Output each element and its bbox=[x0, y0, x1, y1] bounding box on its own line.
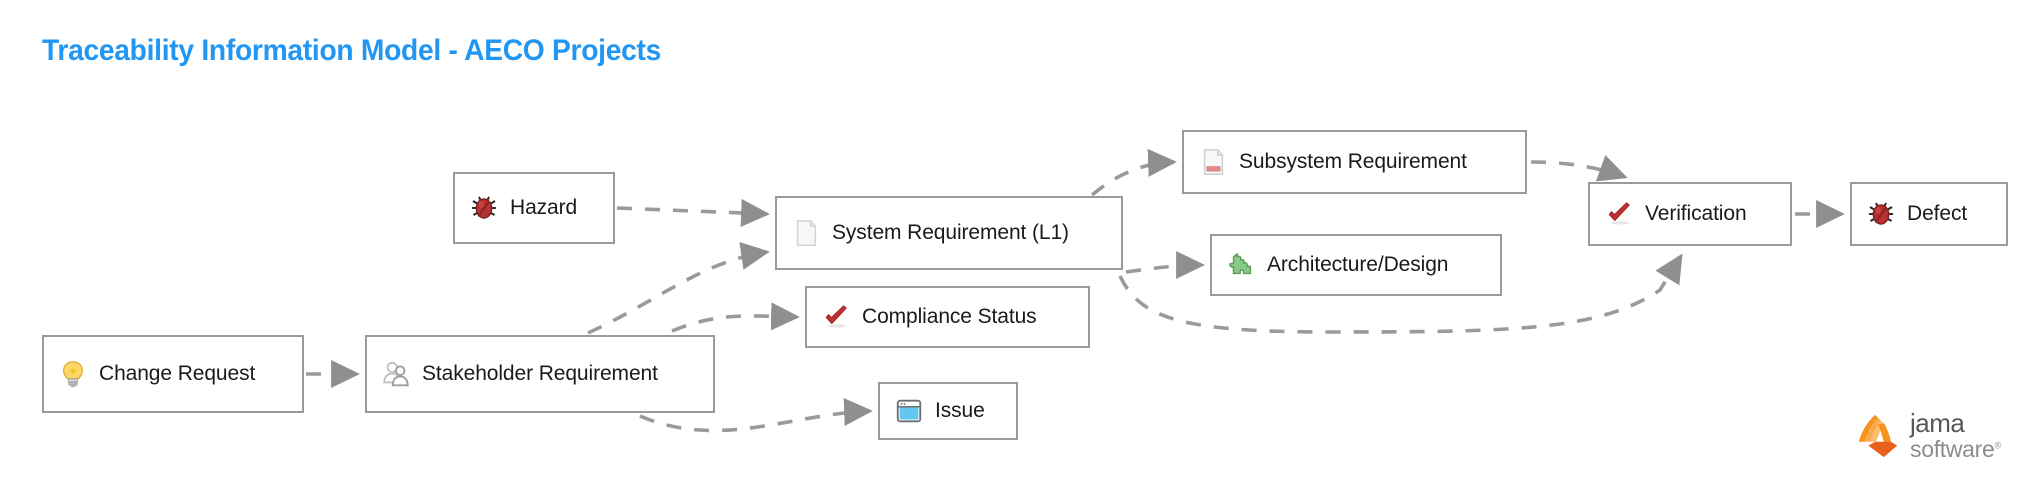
node-label: Hazard bbox=[510, 196, 578, 219]
edge-subsystem-requirement-to-verification bbox=[1530, 155, 1628, 182]
node-stakeholder-requirement[interactable]: Stakeholder Requirement bbox=[365, 335, 715, 413]
edge-stakeholder-requirement-to-compliance-status bbox=[671, 302, 800, 333]
puzzle-icon bbox=[1229, 253, 1252, 275]
node-change-request[interactable]: Change Request bbox=[42, 335, 304, 413]
node-label: Change Request bbox=[99, 362, 256, 385]
users-icon bbox=[383, 361, 409, 387]
node-label: Verification bbox=[1645, 202, 1747, 225]
document-red-icon bbox=[1203, 149, 1224, 175]
lightbulb-icon bbox=[63, 361, 83, 388]
logo-subname: software® bbox=[1910, 436, 2002, 462]
bug-icon bbox=[471, 196, 497, 219]
node-defect[interactable]: Defect bbox=[1850, 182, 2008, 246]
node-system-requirement[interactable]: System Requirement (L1) bbox=[775, 196, 1123, 270]
node-label: Compliance Status bbox=[862, 305, 1037, 328]
edge-system-requirement-to-architecture-design bbox=[1125, 250, 1205, 280]
red-check-icon bbox=[825, 305, 847, 328]
page-title: Traceability Information Model - AECO Pr… bbox=[42, 34, 662, 67]
registered-mark: ® bbox=[1994, 440, 2002, 451]
edge-stakeholder-requirement-to-issue bbox=[639, 397, 873, 433]
logo-name: jama bbox=[1910, 408, 1965, 438]
window-icon bbox=[896, 399, 922, 423]
node-label: Architecture/Design bbox=[1267, 253, 1449, 276]
jama-logo-mark bbox=[1858, 414, 1898, 457]
bug-icon bbox=[1868, 202, 1894, 225]
jama-logo-text: jama software® bbox=[1910, 410, 2001, 461]
node-label: Stakeholder Requirement bbox=[422, 362, 658, 385]
node-verification[interactable]: Verification bbox=[1588, 182, 1792, 246]
node-architecture-design[interactable]: Architecture/Design bbox=[1210, 234, 1502, 296]
node-label: Issue bbox=[935, 399, 985, 422]
node-issue[interactable]: Issue bbox=[878, 382, 1018, 440]
document-icon bbox=[796, 220, 817, 246]
edge-hazard-to-system-requirement bbox=[616, 198, 770, 227]
edge-system-requirement-to-subsystem-requirement bbox=[1090, 148, 1177, 197]
node-hazard[interactable]: Hazard bbox=[453, 172, 615, 244]
node-label: Defect bbox=[1907, 202, 1968, 225]
edge-stakeholder-requirement-to-system-requirement bbox=[587, 241, 770, 335]
node-label: System Requirement (L1) bbox=[832, 221, 1069, 244]
node-subsystem-requirement[interactable]: Subsystem Requirement bbox=[1182, 130, 1527, 194]
red-check-icon bbox=[1608, 202, 1630, 225]
node-label: Subsystem Requirement bbox=[1239, 150, 1467, 173]
jama-software-logo: jama software® bbox=[1855, 410, 2001, 461]
node-compliance-status[interactable]: Compliance Status bbox=[805, 286, 1090, 348]
